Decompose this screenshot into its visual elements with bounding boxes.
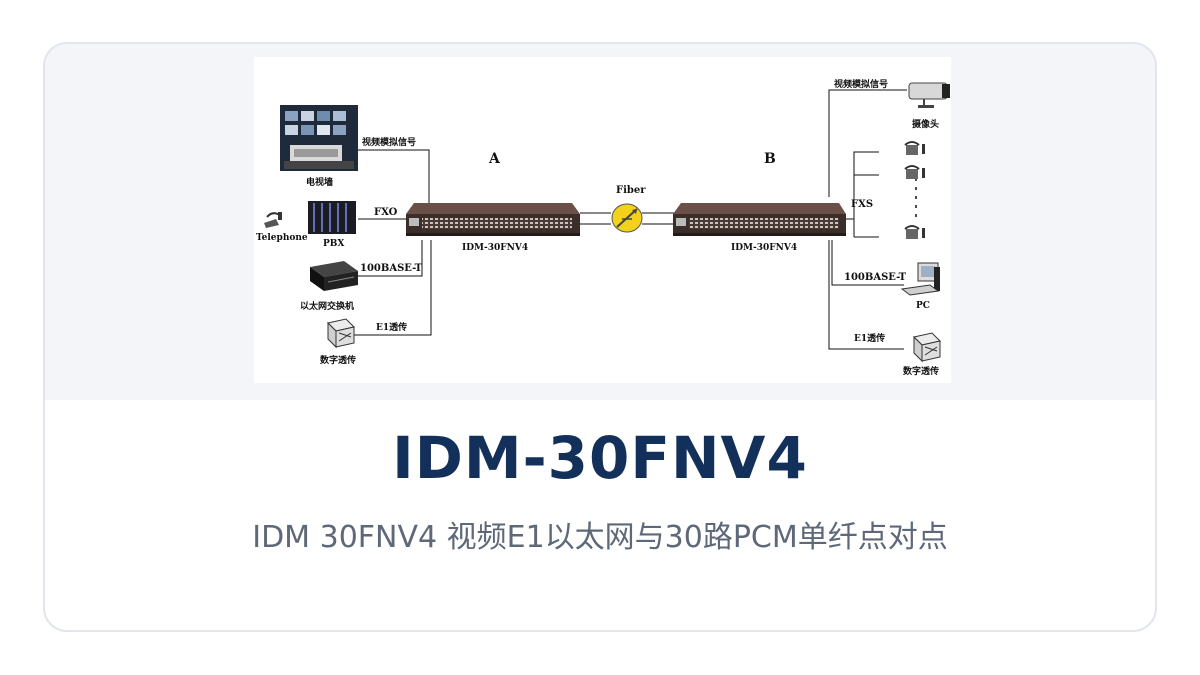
device-b-chassis (673, 203, 846, 236)
product-subtitle: IDM 30FNV4 视频E1以太网与30路PCM单纤点对点 (252, 520, 948, 555)
camera-icon (908, 82, 950, 108)
pbx-icon (308, 201, 356, 234)
right-video-signal-label: 视频模拟信号 (834, 78, 888, 90)
product-image-area: A B Fiber IDM-30FNV4 IDM-30FNV4 电视墙 视频模拟… (45, 44, 1155, 400)
telephone-icon (264, 212, 282, 228)
device-a-chassis (406, 203, 580, 236)
phone-icon-2 (904, 165, 925, 179)
pbx-label: PBX (323, 239, 344, 249)
left-100base-t-label: 100BASE-T (360, 263, 423, 274)
left-video-signal-label: 视频模拟信号 (362, 136, 416, 148)
ethernet-switch-icon (310, 261, 358, 291)
right-data-label: 数字透传 (903, 365, 939, 377)
data-transmitter-icon-right (913, 332, 941, 363)
pc-label: PC (916, 301, 930, 311)
data-transmitter-icon-left (327, 318, 355, 349)
fiber-link (580, 212, 674, 225)
tv-wall-label: 电视墙 (306, 176, 333, 188)
left-e1-label: E1透传 (376, 321, 407, 333)
fxs-label: FXS (851, 199, 873, 210)
product-title: IDM-30FNV4 (392, 424, 808, 492)
left-data-label: 数字透传 (320, 354, 356, 366)
pc-icon (900, 262, 940, 296)
fiber-label: Fiber (616, 185, 646, 196)
site-b-label: B (764, 151, 776, 167)
site-a-label: A (488, 151, 501, 167)
fiber-icon (611, 203, 643, 233)
tv-wall-icon (280, 105, 358, 171)
phone-icon-1 (904, 141, 925, 155)
network-diagram: A B Fiber IDM-30FNV4 IDM-30FNV4 电视墙 视频模拟… (254, 57, 951, 383)
fxo-label: FXO (374, 207, 398, 218)
device-a-model-label: IDM-30FNV4 (462, 243, 528, 253)
phone-icon-3 (904, 225, 925, 239)
device-b-model-label: IDM-30FNV4 (731, 243, 797, 253)
product-card[interactable]: A B Fiber IDM-30FNV4 IDM-30FNV4 电视墙 视频模拟… (43, 42, 1157, 632)
telephone-label: Telephone (256, 233, 308, 243)
ethernet-switch-label: 以太网交换机 (300, 300, 354, 312)
camera-label: 摄像头 (912, 118, 939, 130)
right-e1-label: E1透传 (854, 332, 885, 344)
right-100base-t-label: 100BASE-T (844, 272, 907, 283)
